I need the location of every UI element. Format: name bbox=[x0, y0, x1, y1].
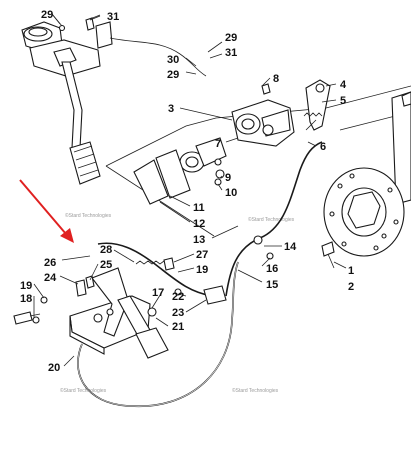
callout-23: 23 bbox=[172, 307, 184, 319]
callout-27: 27 bbox=[196, 249, 208, 261]
callout-8: 8 bbox=[273, 73, 279, 85]
callout-19: 19 bbox=[196, 264, 208, 276]
callout-7: 7 bbox=[215, 138, 221, 150]
parking-brake-pedal-assembly bbox=[13, 257, 182, 359]
callout-17: 17 bbox=[152, 287, 164, 299]
watermark: ©Stard Technologies bbox=[65, 212, 112, 219]
callout-29: 29 bbox=[41, 9, 53, 21]
callout-30: 30 bbox=[167, 54, 179, 66]
watermark: ©Stard Technologies bbox=[232, 387, 279, 394]
callout-29: 29 bbox=[225, 32, 237, 44]
callout-1: 1 bbox=[348, 265, 354, 277]
brake-disc-assembly bbox=[321, 85, 411, 269]
callout-28: 28 bbox=[100, 244, 112, 256]
master-cylinder-assembly bbox=[21, 13, 113, 185]
callout-22: 22 bbox=[172, 291, 184, 303]
callout-5: 5 bbox=[340, 95, 346, 107]
callout-26: 26 bbox=[44, 257, 56, 269]
callout-21: 21 bbox=[172, 321, 184, 333]
callout-31: 31 bbox=[107, 11, 119, 23]
callout-31: 31 bbox=[225, 47, 237, 59]
callout-14: 14 bbox=[284, 241, 297, 253]
parking-brake-cable bbox=[77, 141, 323, 407]
watermark: ©Stard Technologies bbox=[248, 216, 295, 223]
callout-20: 20 bbox=[48, 362, 60, 374]
brake-line bbox=[109, 37, 207, 77]
callout-19: 19 bbox=[20, 280, 32, 292]
callout-4: 4 bbox=[340, 79, 347, 91]
callout-16: 16 bbox=[266, 263, 278, 275]
callout-24: 24 bbox=[44, 272, 57, 284]
callout-12: 12 bbox=[193, 218, 205, 230]
watermark: ©Stard Technologies bbox=[60, 387, 107, 394]
leader-lines bbox=[33, 13, 347, 367]
callout-10: 10 bbox=[225, 187, 237, 199]
callout-29: 29 bbox=[167, 69, 179, 81]
callout-18: 18 bbox=[20, 293, 32, 305]
red-pointer-arrow bbox=[19, 179, 74, 243]
callout-9: 9 bbox=[225, 172, 231, 184]
callout-15: 15 bbox=[266, 279, 278, 291]
callout-labels: 29 31 29 31 30 29 8 4 5 3 7 6 9 10 11 12… bbox=[20, 9, 354, 374]
callout-3: 3 bbox=[168, 103, 174, 115]
callout-2: 2 bbox=[348, 281, 354, 293]
callout-25: 25 bbox=[100, 259, 112, 271]
callout-6: 6 bbox=[320, 141, 326, 153]
callout-11: 11 bbox=[193, 202, 205, 214]
callout-13: 13 bbox=[193, 234, 205, 246]
caliper-assembly bbox=[105, 79, 331, 237]
